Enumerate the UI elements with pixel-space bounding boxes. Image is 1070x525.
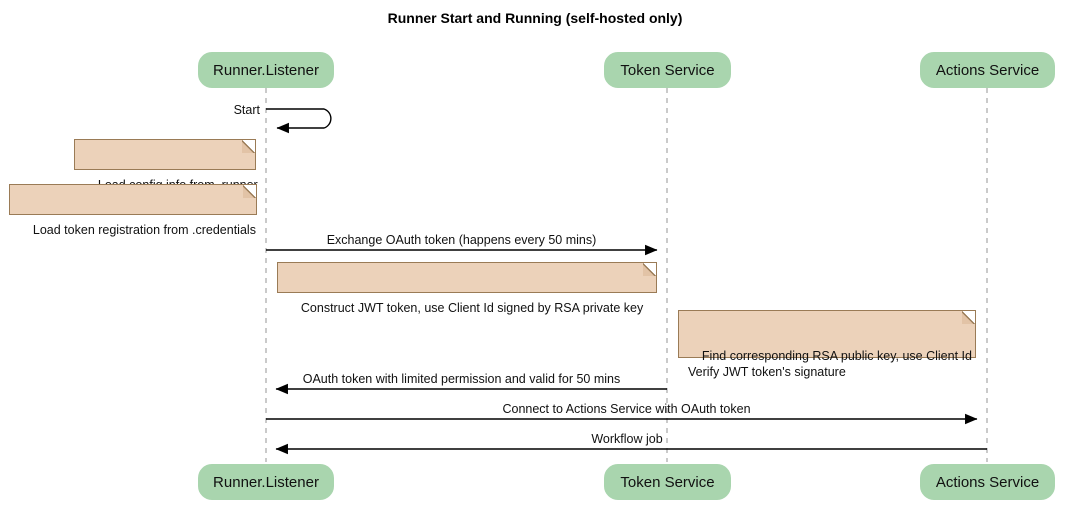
participant-token-service-bottom[interactable]: Token Service: [604, 464, 731, 500]
message-label-exchange-oauth-token: Exchange OAuth token (happens every 50 m…: [326, 233, 597, 247]
participant-token-service-top[interactable]: Token Service: [604, 52, 731, 88]
note-text: Construct JWT token, use Client Id signe…: [300, 301, 644, 315]
lifelines: [265, 88, 988, 462]
participant-runner-listener-bottom[interactable]: Runner.Listener: [198, 464, 334, 500]
message-label-workflow-job: Workflow job: [591, 432, 663, 446]
note-fold-icon: [643, 263, 656, 276]
message-start: [266, 108, 332, 134]
participant-runner-listener-top[interactable]: Runner.Listener: [198, 52, 334, 88]
message-label-connect-to-actions-service: Connect to Actions Service with OAuth to…: [502, 402, 751, 416]
note-fold-icon: [242, 140, 255, 153]
page-title: Runner Start and Running (self-hosted on…: [387, 10, 683, 26]
note-construct-jwt-token: Construct JWT token, use Client Id signe…: [277, 262, 657, 315]
note-fold-icon: [962, 311, 975, 324]
message-label-start: Start: [233, 103, 260, 117]
participant-label: Token Service: [620, 61, 715, 79]
participant-label: Actions Service: [935, 61, 1040, 79]
participant-label: Runner.Listener: [213, 61, 319, 79]
participant-actions-service-top[interactable]: Actions Service: [920, 52, 1055, 88]
participant-label: Runner.Listener: [213, 473, 319, 491]
note-verify-jwt-token: Find corresponding RSA public key, use C…: [678, 310, 976, 379]
note-fold-icon: [243, 185, 256, 198]
note-text: Find corresponding RSA public key, use C…: [688, 349, 972, 379]
message-label-oauth-token-response: OAuth token with limited permission and …: [302, 372, 621, 386]
participant-label: Token Service: [620, 473, 715, 491]
note-load-config-info: Load config info from .runner: [74, 139, 258, 192]
note-text: Load token registration from .credential…: [32, 223, 256, 237]
participant-label: Actions Service: [935, 473, 1040, 491]
note-load-token-registration: Load token registration from .credential…: [9, 184, 257, 237]
participant-actions-service-bottom[interactable]: Actions Service: [920, 464, 1055, 500]
